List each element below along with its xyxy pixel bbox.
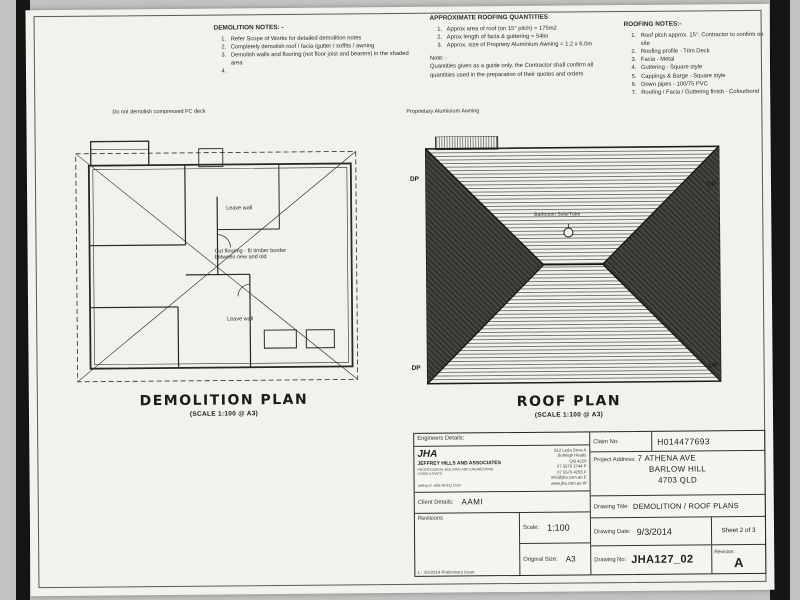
original-size-value: A3 <box>565 554 576 564</box>
roof-plan-svg <box>424 135 722 385</box>
roof-plan-drawing: Bathroom SolarTube DP DP DP DP <box>402 134 734 397</box>
drawing-number-row: Drawing No: JHA127_02 Revision: A <box>591 544 766 575</box>
revision-cell: Revision: A <box>711 544 766 574</box>
downpipe-label-top-right: DP <box>706 181 717 189</box>
claim-row: Claim No: H014477693 <box>590 430 765 453</box>
contact-line: www.jha.com.au W <box>550 479 587 486</box>
roof-plan-title-box: ROOF PLAN (SCALE 1:100 @ A3) <box>419 392 719 420</box>
solartube-symbol <box>563 227 574 238</box>
roofing-notes-list: Roof pitch approx. 15°. Contractor to co… <box>624 31 775 97</box>
title-block-left-bottom: Revisions 1 - 3/3/2014 Preliminary Issue… <box>414 512 591 576</box>
downpipe-label-bottom-right: DP <box>708 362 718 370</box>
drawing-date-label: Drawing Date: <box>594 528 631 535</box>
demolition-plan-svg <box>75 140 359 383</box>
project-address-row: Project Address: 7 ATHENA AVE BARLOW HIL… <box>590 450 765 497</box>
drawing-date-value: 9/3/2014 <box>636 526 672 537</box>
title-block: Engineers Details: JHA JEFFREY HILLS AND… <box>413 429 767 577</box>
roofing-notes-title: ROOFING NOTES:- <box>623 20 682 29</box>
project-address-line2: BARLOW HILL <box>648 464 707 474</box>
roofing-notes: ROOFING NOTES:- Roof pitch approx. 15°. … <box>624 20 775 97</box>
client-name: AAMI <box>461 497 484 507</box>
project-address-line1: 7 ATHENA AVE <box>637 453 697 463</box>
scale-size-column: Scale: 1:100 Original Size: A3 <box>519 512 591 575</box>
quantities-note-body: Quantities given as a guide only, the Co… <box>429 62 594 79</box>
demolition-notes-list: Refer Scope of Works for detailed demoli… <box>214 34 412 76</box>
photo-edge-right <box>770 0 790 600</box>
revision-value: A <box>734 554 744 570</box>
title-block-right: Claim No: H014477693 Project Address: 7 … <box>590 430 766 575</box>
sheet-number: Sheet 2 of 3 <box>710 516 766 545</box>
drawing-number-label: Drawing No: <box>594 557 627 564</box>
downpipe-label-top-left: DP <box>409 175 420 183</box>
claim-number: H014477693 <box>657 435 710 447</box>
deck-annotation: Do not demolish compressed FC deck <box>112 108 206 116</box>
demolition-plan-title-box: DEMOLITION PLAN (SCALE 1:100 @ A3) <box>69 391 379 419</box>
roofing-quantities-title: APPROXIMATE ROOFING QUANTITIES <box>429 13 549 22</box>
claim-label: Claim No: <box>590 431 653 452</box>
drawing-sheet: DEMOLITION NOTES: - Refer Scope of Works… <box>25 3 775 597</box>
roof-plan-title: ROOF PLAN <box>516 393 622 410</box>
roofing-quantity-item: Approx. size of Propriety Aluminium Awni… <box>444 40 612 50</box>
firm-acronym: JHA <box>417 448 438 460</box>
original-size-label: Original Size: <box>523 556 558 563</box>
demolition-plan-title: DEMOLITION PLAN <box>139 391 309 410</box>
demolition-note-item: Demolish walls and flooring (not floor j… <box>228 50 412 68</box>
client-details-label: Client Details: <box>417 499 454 506</box>
drawing-title-value: DEMOLITION / ROOF PLANS <box>632 501 739 511</box>
project-address-label: Project Address: <box>593 456 636 464</box>
demolition-notes: DEMOLITION NOTES: - Refer Scope of Works… <box>214 23 412 76</box>
firm-contact-details: 612 Leda Drive A Burleigh Heads Qld 4220… <box>517 447 587 488</box>
scale-cell: Scale: 1:100 <box>519 512 591 544</box>
roofing-quantities-notes: APPROXIMATE ROOFING QUANTITIES Approx ar… <box>430 13 613 79</box>
revision-label: Revision: <box>714 548 735 555</box>
drawing-date-row: Drawing Date: 9/3/2014 Sheet 2 of 3 <box>590 516 766 547</box>
title-block-left: Engineers Details: JHA JEFFREY HILLS AND… <box>414 432 592 576</box>
downpipe-label-bottom-left: DP <box>411 364 421 372</box>
project-address-line3: 4703 QLD <box>658 475 698 485</box>
drawing-title-row: Drawing Title: DEMOLITION / ROOF PLANS <box>590 494 765 519</box>
drawing-title-label: Drawing Title: <box>593 503 629 510</box>
roofing-note-item: Roofing / Facia / Guttering finish - Col… <box>638 87 774 96</box>
firm-name: JEFFREY HILLS AND ASSOCIATES <box>417 459 502 467</box>
firm-subtitle: PROFESSIONAL BUILDING AND ENGINEERING CO… <box>417 466 494 476</box>
roofing-note-item: Roof pitch approx. 15°. Contractor to co… <box>638 31 774 48</box>
firm-registration: Jeffrey E. Hills RPEQ 1530 <box>417 483 461 488</box>
roofing-quantities-list: Approx area of roof (on 15° pitch) = 175… <box>430 24 612 50</box>
revisions-label: Revisions <box>417 515 444 522</box>
firm-details: JHA JEFFREY HILLS AND ASSOCIATES PROFESS… <box>414 445 590 493</box>
drawing-number-value: JHA127_02 <box>631 553 694 566</box>
solartube-annotation: Bathroom SolarTube <box>534 211 581 218</box>
revisions-box: Revisions 1 - 3/3/2014 Preliminary Issue <box>414 512 521 576</box>
client-details-row: Client Details: AAMI <box>414 490 590 514</box>
original-size-cell: Original Size: A3 <box>520 543 590 575</box>
awning-annotation: Proprietary Aluminium Awning <box>406 108 480 115</box>
demolition-note-item <box>228 66 412 76</box>
demolition-plan-drawing: Leave wall Cut flooring - fit timber bor… <box>67 133 379 396</box>
firm-identity: JHA JEFFREY HILLS AND ASSOCIATES PROFESS… <box>417 448 517 490</box>
scale-label: Scale: <box>522 524 540 531</box>
leave-wall-annotation-2: Leave wall <box>227 316 254 323</box>
revision-history-note: 1 - 3/3/2014 Preliminary Issue <box>417 569 475 575</box>
scale-value: 1:100 <box>547 522 570 533</box>
cut-flooring-annotation: Cut flooring - fit timber border between… <box>214 247 287 261</box>
leave-wall-annotation-1: Leave wall <box>226 205 253 212</box>
demolition-notes-title: DEMOLITION NOTES: - <box>213 24 284 32</box>
